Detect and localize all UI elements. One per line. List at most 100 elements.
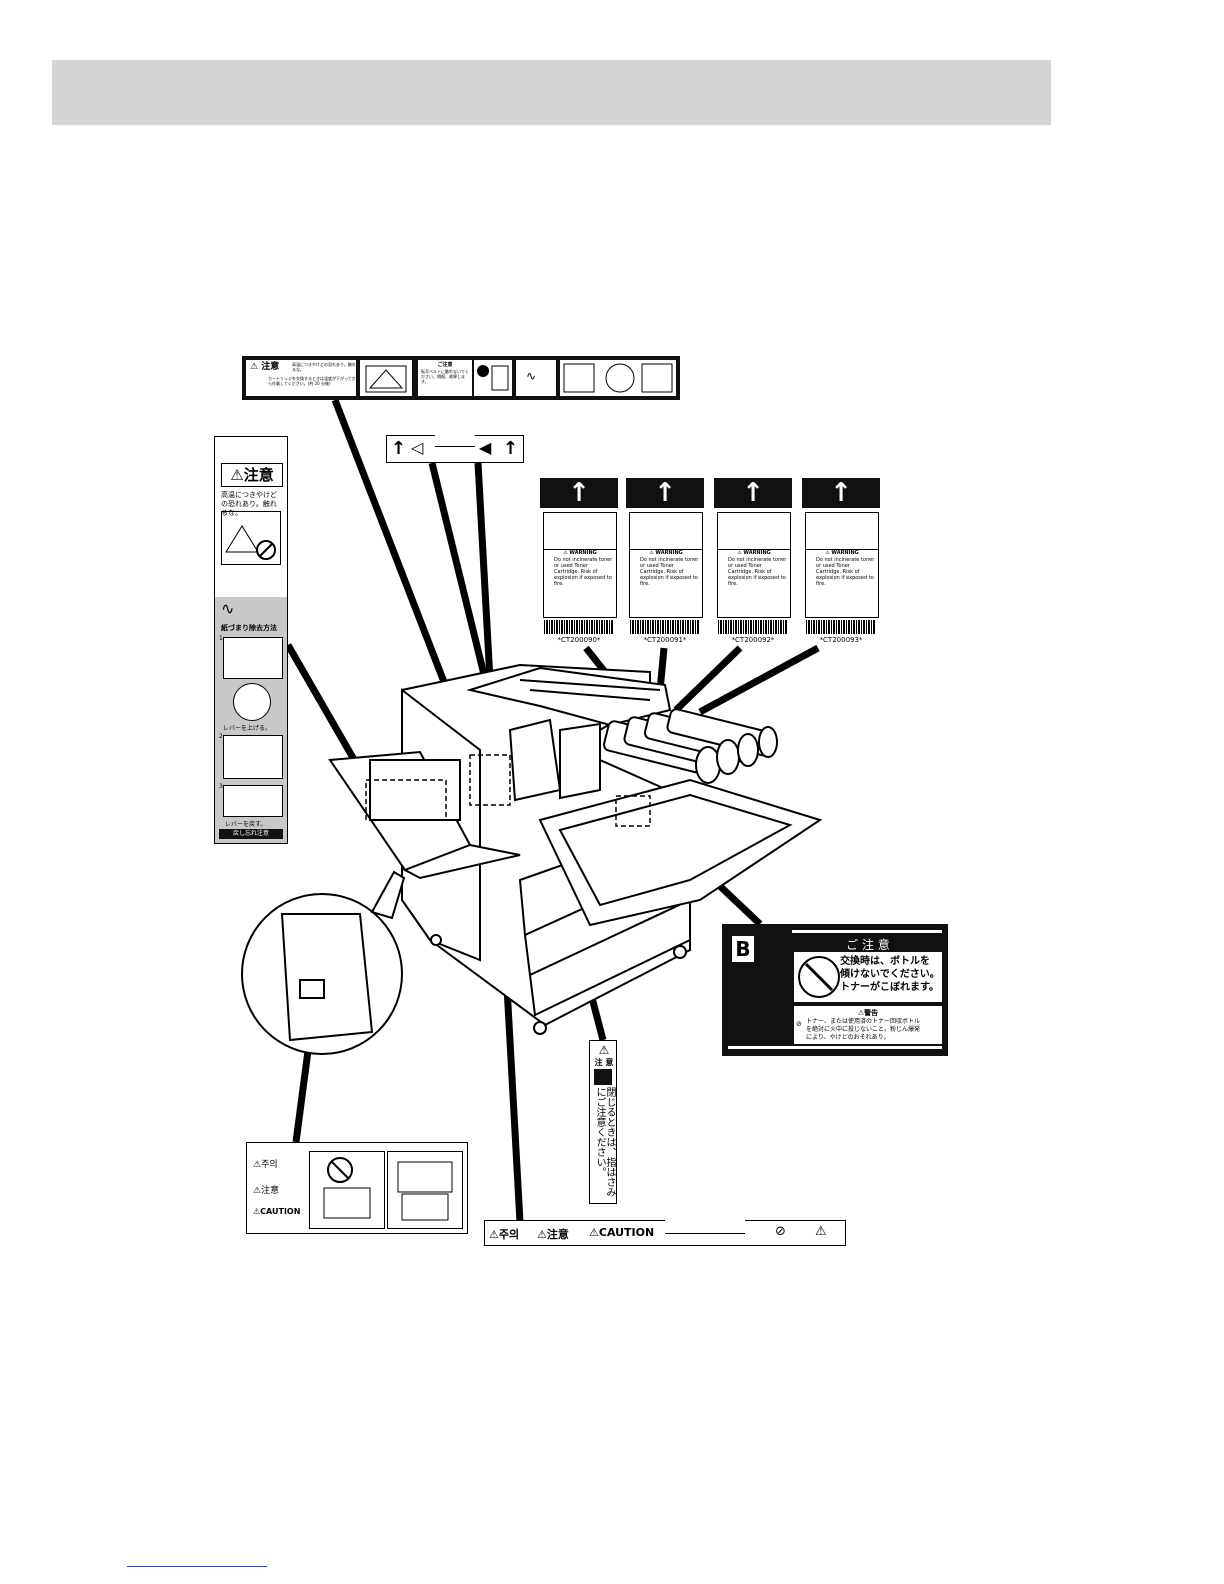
caution-left-image-correct (387, 1151, 463, 1229)
label-e-jam-steps (560, 360, 676, 396)
barcode (806, 620, 876, 634)
step-2-number: 2 (219, 733, 223, 740)
caution-strip-english: CAUTION (598, 1226, 655, 1239)
toner-bottles (603, 708, 778, 784)
vertical-caution-label: ⚠ 注 意 閉じるときは、指はさみにご注意ください。 (589, 1040, 617, 1204)
warning-triangle-icon: ⚠ (253, 1207, 261, 1216)
label-b-warn-text-3: により、やけどのおそれあり。 (806, 1034, 890, 1041)
left-triangle-icon: ◀ (479, 438, 492, 457)
jam-label-footer: 戻し忘れ注意 (219, 829, 283, 839)
step-2-image (223, 735, 283, 779)
label-b-warn-title: 警告 (864, 1009, 879, 1017)
step-3-text: レバーを戻す。 (225, 821, 267, 828)
step-3-number: 3 (219, 783, 223, 790)
label-b-warn-text-2: を絶対に火中に投じないこと。粉じん爆発 (806, 1026, 921, 1033)
label-e: E ⚠ 注意 高温につきやけどの恐れあり。触れるな。 カートリッジを交換するとき… (242, 356, 680, 400)
vertical-caution-text: 閉じるときは、指はさみにご注意ください。 (594, 1087, 615, 1197)
toner-warning-text: Do not incinerate toner or used Toner Ca… (554, 557, 613, 587)
caution-left-image-prohibited (309, 1151, 385, 1229)
jam-label-title: 紙づまり除去方法 (221, 624, 277, 632)
caution-left-korean: 주의 (261, 1160, 278, 1170)
left-triangle-icon: ◁ (411, 438, 424, 457)
step-1-text: レバーを上げる。 (223, 725, 272, 732)
toner-code: *CT200092* (731, 636, 775, 644)
label-e-notice-title: ご注意 (437, 362, 453, 368)
label-e-caution-text-1: 高温につきやけどの恐れあり。触れるな。 (292, 362, 356, 372)
label-b-line-3: トナーがこぼれます。 (840, 982, 939, 993)
toner-label-arrow: ↑ (626, 478, 704, 508)
pinch-warning-icon: ⚠ (815, 1224, 827, 1239)
jam-label-caution-title: 注意 (243, 466, 274, 484)
caution-strip: ⚠주의 ⚠注意 ⚠CAUTION ⊘ ⚠ (484, 1219, 846, 1246)
toner-code: *CT200093* (819, 636, 863, 644)
step-1-image (223, 637, 283, 679)
jam-area-highlight (365, 779, 447, 821)
toner-warning-heading: ⚠ WARNING (825, 550, 859, 556)
toner-label-arrow: ↑ (802, 478, 880, 508)
leader-line-jam (284, 643, 364, 772)
step-3-image (223, 785, 283, 817)
warning-triangle-icon: ⚠ (537, 1228, 547, 1241)
paper-jam-icon: ∿ (221, 599, 235, 618)
label-e-caution-title: 注意 (261, 362, 280, 372)
b-area-highlight (615, 795, 651, 827)
header-bar (52, 60, 1051, 125)
toner-code: *CT200090* (557, 636, 601, 644)
step-1-number: 1 (219, 635, 223, 642)
label-b-line-2: 傾けないでください。 (840, 969, 940, 980)
label-e-hot-pictogram (360, 360, 412, 396)
paper-jam-icon: ∿ (526, 369, 537, 383)
label-b-title: ご 注 意 (794, 938, 942, 952)
warning-triangle-icon: ⚠ (589, 1226, 599, 1239)
caution-left-english: CAUTION (260, 1207, 301, 1216)
toner-label-arrow: ↑ (540, 478, 618, 508)
tray-3 (528, 898, 691, 1017)
toner-warning-text: Do not incinerate toner or used Toner Ca… (640, 557, 699, 587)
toner-code: *CT200091* (643, 636, 687, 644)
label-e-belt-pictogram (474, 360, 512, 396)
toner-warning-heading: ⚠ WARNING (737, 550, 771, 556)
up-arrow-icon: ↑ (503, 438, 519, 459)
label-b-letter: B (732, 936, 754, 962)
warning-triangle-icon: ⚠ (250, 362, 259, 372)
label-b: B ご 注 意 交換時は、ボトルを 傾けないでください。 トナーがこぼれます。 … (722, 924, 948, 1056)
hot-surface-pictogram (221, 511, 281, 565)
up-arrow-icon: ↑ (391, 438, 407, 459)
caution-left-japanese: 注意 (261, 1186, 280, 1196)
toner-label-1: ↑ ⚠ WARNING Do not incinerate toner or u… (540, 478, 618, 648)
label-b-line-1: 交換時は、ボトルを (840, 956, 930, 967)
toner-warning-heading: ⚠ WARNING (649, 550, 683, 556)
fuser-unit (369, 759, 461, 821)
prohibited-icon: ⊘ (796, 1020, 802, 1028)
label-e-notice-cell: ご注意 転写ベルトに触れないでください。損傷、故障します。 (418, 360, 472, 396)
barcode (544, 620, 614, 634)
caution-label-left: ⚠주의 ⚠注意 ⚠CAUTION (246, 1142, 468, 1234)
footer-rule (127, 1566, 267, 1567)
warning-triangle-icon: ⚠ (253, 1160, 262, 1170)
toner-label-arrow: ↑ (714, 478, 792, 508)
leader-line-toner-4 (698, 644, 820, 716)
warning-triangle-icon: ⚠ (489, 1228, 499, 1241)
toner-warning-text: Do not incinerate toner or used Toner Ca… (816, 557, 875, 587)
caution-strip-japanese: 注意 (546, 1228, 569, 1241)
no-tilt-icon (798, 956, 840, 998)
pinch-hazard-icon (594, 1069, 612, 1085)
label-e-jam-icon-cell: ∿ (516, 360, 556, 396)
barcode (630, 620, 700, 634)
label-e-caution-text-2: カートリッジを交換するときは温度が下がってから作業してください。(約 20 分後… (268, 376, 356, 386)
toner-warning-text: Do not incinerate toner or used Toner Ca… (728, 557, 787, 587)
warning-triangle-icon: ⚠ (857, 1009, 865, 1017)
toner-label-3: ↑ ⚠ WARNING Do not incinerate toner or u… (714, 478, 792, 648)
leader-line-toner-3 (673, 645, 743, 713)
front-door (508, 718, 562, 802)
no-touch-icon: ⊘ (775, 1224, 786, 1239)
direction-arrow-strip: ↑ ◁ ◀ ↑ (386, 434, 524, 463)
caution-strip-korean: 주의 (498, 1228, 520, 1241)
paper-jam-label: ⚠注意 高温につきやけどの恐れあり。触れるな。 ∿ 紙づまり除去方法 1 レバー… (214, 436, 288, 844)
toner-label-2: ↑ ⚠ WARNING Do not incinerate toner or u… (626, 478, 704, 648)
warning-triangle-icon: ⚠ (253, 1186, 262, 1196)
warning-triangle-icon: ⚠ (230, 466, 244, 484)
label-e-notice-text: 転写ベルトに触れないでください。損傷、故障します。 (421, 369, 469, 384)
lever-up-icon (233, 683, 271, 721)
